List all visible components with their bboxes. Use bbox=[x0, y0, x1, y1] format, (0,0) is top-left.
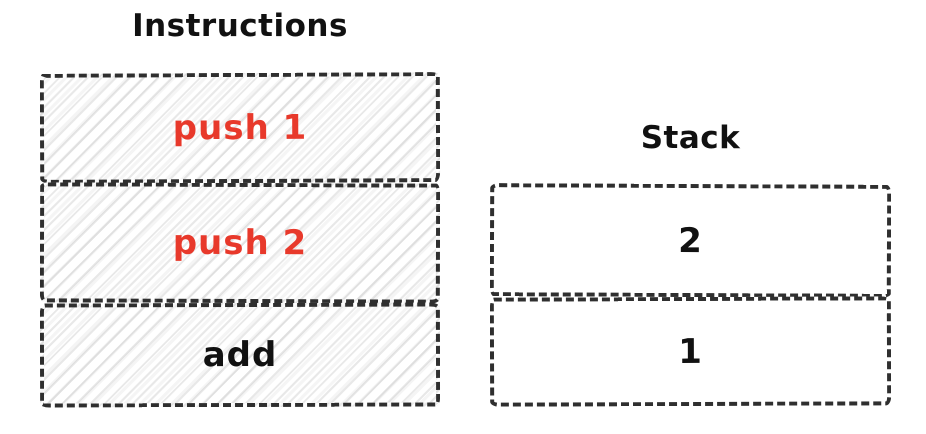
instruction-label: push 2 bbox=[172, 222, 308, 264]
stack-value: 2 bbox=[678, 220, 703, 261]
stack-slot-bottom: 1 bbox=[489, 296, 892, 407]
stack-value: 1 bbox=[678, 331, 703, 372]
stack-slot-top: 2 bbox=[489, 183, 892, 298]
instruction-label: push 1 bbox=[172, 107, 308, 149]
instruction-row-push-1: push 1 bbox=[39, 72, 441, 184]
stack-title: Stack bbox=[640, 120, 741, 156]
instruction-row-push-2: push 2 bbox=[39, 182, 441, 304]
instructions-title: Instructions bbox=[132, 8, 348, 44]
instruction-row-add: add bbox=[39, 302, 441, 408]
instruction-label: add bbox=[202, 334, 278, 376]
